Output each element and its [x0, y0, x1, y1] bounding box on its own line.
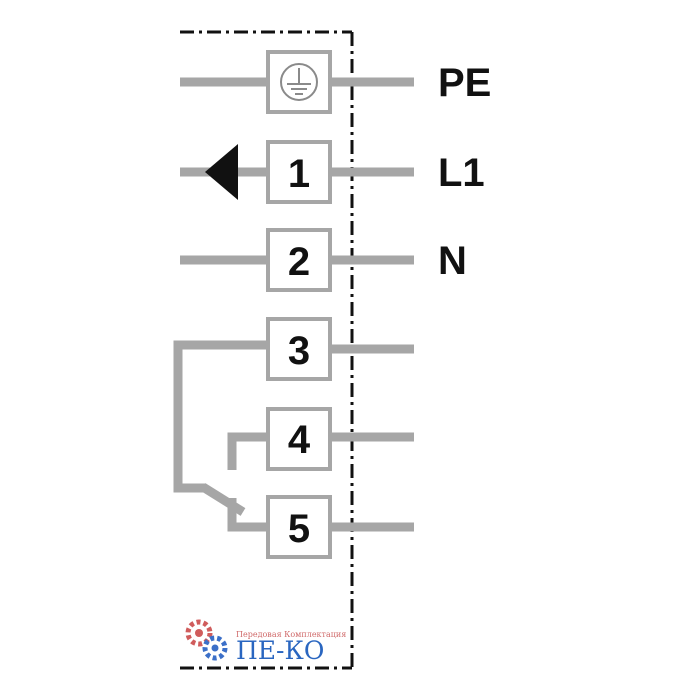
wire-label-l1: L1	[438, 151, 485, 195]
contact-3-common-wire	[173, 340, 268, 493]
terminal-3-number: 3	[288, 329, 310, 373]
wire-label-pe: PE	[438, 61, 491, 105]
terminal-2	[266, 228, 332, 292]
terminal-1-number: 1	[288, 152, 310, 196]
terminal-5-number: 5	[288, 507, 310, 551]
terminal-3	[266, 317, 332, 381]
wire-label-n: N	[438, 239, 467, 283]
contact-4-wire	[227, 432, 268, 470]
logo-name: ПЕ-КО	[236, 636, 324, 665]
terminal-4-number: 4	[288, 418, 311, 462]
terminal-1	[266, 140, 332, 204]
arrow-left-icon	[205, 144, 238, 200]
contact-5-wire	[227, 498, 268, 532]
protective-earth-icon	[280, 63, 318, 101]
terminal-5	[266, 495, 332, 559]
terminal-numbers: 1 2 3 4 5	[288, 152, 311, 551]
wires	[173, 77, 414, 532]
gears-icon	[185, 619, 228, 661]
terminal-blocks	[266, 50, 332, 559]
terminal-4	[266, 407, 332, 471]
wire-labels: PE L1 N	[438, 61, 491, 283]
contact-switch-blade	[200, 483, 246, 516]
logo-tagline: Передовая Комплектация	[236, 630, 346, 639]
company-logo: Передовая Комплектация ПЕ-КО	[185, 619, 346, 665]
terminal-2-number: 2	[288, 240, 310, 284]
